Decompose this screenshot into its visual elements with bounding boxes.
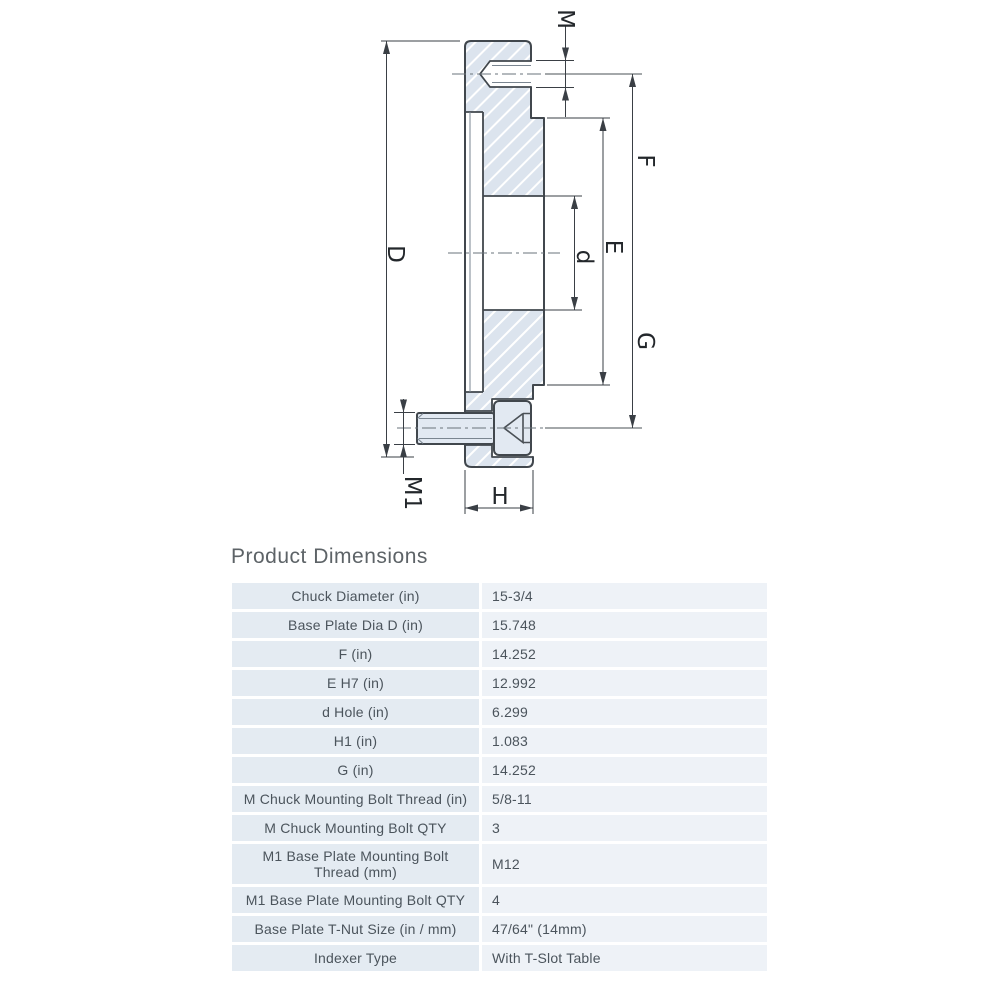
tapped-hole-thread-lines xyxy=(492,65,531,83)
product-dimensions-table: Chuck Diameter (in) 15-3/4 Base Plate Di… xyxy=(232,583,767,974)
dimension-d: d xyxy=(544,195,597,311)
row-value: 5/8-11 xyxy=(482,786,767,812)
table-row: Chuck Diameter (in) 15-3/4 xyxy=(232,583,767,609)
dim-label-F: F xyxy=(632,154,658,167)
row-value: 4 xyxy=(482,887,767,913)
row-value: 14.252 xyxy=(482,641,767,667)
part-inner-edges xyxy=(465,111,544,393)
dim-label-M: M xyxy=(552,9,578,29)
row-label: E H7 (in) xyxy=(232,670,479,696)
dim-label-H: H xyxy=(491,484,508,510)
dimension-D: D xyxy=(381,40,460,458)
dimension-F-G: F G xyxy=(629,74,658,428)
row-value: 15.748 xyxy=(482,612,767,638)
row-value: 1.083 xyxy=(482,728,767,754)
dim-label-D: D xyxy=(382,245,408,263)
dim-label-M1: M1 xyxy=(399,476,425,510)
row-value: 47/64" (14mm) xyxy=(482,916,767,942)
table-row: M1 Base Plate Mounting Bolt Thread (mm) … xyxy=(232,844,767,884)
centerlines xyxy=(397,73,642,429)
row-value: 15-3/4 xyxy=(482,583,767,609)
base-plate-section xyxy=(464,40,545,468)
table-row: Indexer Type With T-Slot Table xyxy=(232,945,767,971)
table-row: M Chuck Mounting Bolt Thread (in) 5/8-11 xyxy=(232,786,767,812)
row-label: H1 (in) xyxy=(232,728,479,754)
dimension-H: H xyxy=(464,470,534,514)
table-row: M Chuck Mounting Bolt QTY 3 xyxy=(232,815,767,841)
row-value: With T-Slot Table xyxy=(482,945,767,971)
technical-drawing: D M F G E d M1 xyxy=(381,9,658,514)
table-row: F (in) 14.252 xyxy=(232,641,767,667)
row-label: M Chuck Mounting Bolt Thread (in) xyxy=(232,786,479,812)
row-label: Chuck Diameter (in) xyxy=(232,583,479,609)
dim-label-d: d xyxy=(571,250,597,265)
row-label: Indexer Type xyxy=(232,945,479,971)
bolt-thread-lines xyxy=(417,413,492,444)
row-label: M1 Base Plate Mounting Bolt QTY xyxy=(232,887,479,913)
table-row: M1 Base Plate Mounting Bolt QTY 4 xyxy=(232,887,767,913)
table-row: E H7 (in) 12.992 xyxy=(232,670,767,696)
dimension-E: E xyxy=(547,117,626,386)
dim-label-E: E xyxy=(600,240,626,255)
row-label: d Hole (in) xyxy=(232,699,479,725)
row-label: F (in) xyxy=(232,641,479,667)
table-row: Base Plate T-Nut Size (in / mm) 47/64" (… xyxy=(232,916,767,942)
dimension-M1: M1 xyxy=(394,399,425,510)
table-row: Base Plate Dia D (in) 15.748 xyxy=(232,612,767,638)
row-value: 14.252 xyxy=(482,757,767,783)
table-row: G (in) 14.252 xyxy=(232,757,767,783)
part-outline xyxy=(464,40,545,468)
row-value: M12 xyxy=(482,844,767,884)
table-row: H1 (in) 1.083 xyxy=(232,728,767,754)
row-value: 3 xyxy=(482,815,767,841)
row-label: G (in) xyxy=(232,757,479,783)
row-value: 12.992 xyxy=(482,670,767,696)
row-label: Base Plate Dia D (in) xyxy=(232,612,479,638)
row-label: M1 Base Plate Mounting Bolt Thread (mm) xyxy=(232,844,479,884)
dim-label-G: G xyxy=(632,332,658,350)
row-label: Base Plate T-Nut Size (in / mm) xyxy=(232,916,479,942)
dimension-M: M xyxy=(536,9,578,117)
row-label: M Chuck Mounting Bolt QTY xyxy=(232,815,479,841)
table-row: d Hole (in) 6.299 xyxy=(232,699,767,725)
section-title: Product Dimensions xyxy=(231,545,428,568)
row-value: 6.299 xyxy=(482,699,767,725)
